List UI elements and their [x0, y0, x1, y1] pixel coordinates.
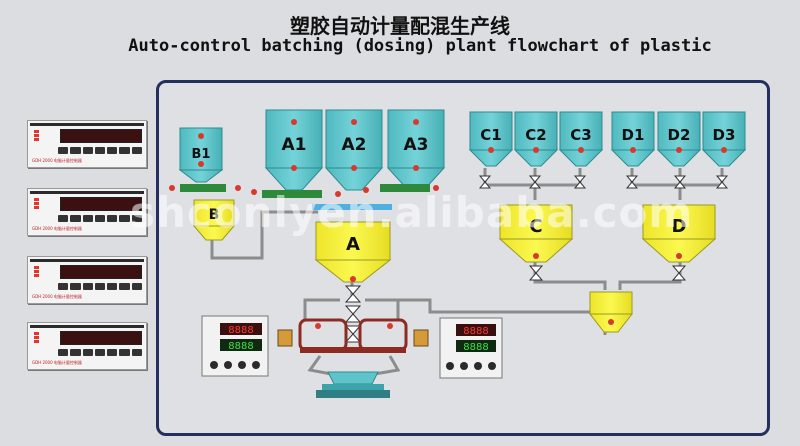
title-chinese: 塑胶自动计量配混生产线 [290, 14, 510, 38]
hopper-d2: D2 [656, 111, 702, 167]
svg-text:8888: 8888 [463, 326, 488, 337]
svg-text:8888: 8888 [228, 341, 253, 352]
weigher-label-b: B [209, 207, 220, 223]
weigher-label-d: D [672, 216, 687, 237]
hopper-label-c3: C3 [570, 126, 591, 144]
hopper-c2: C2 [513, 111, 559, 167]
weigher-label-c: C [529, 216, 542, 237]
controller-label: GDH 2000 电脑计量控制器 [32, 158, 82, 163]
motor-icon [277, 329, 429, 347]
controller-display [60, 197, 142, 211]
controller-label: GDH 2000 电脑计量控制器 [32, 360, 82, 365]
hopper-label-d2: D2 [668, 126, 691, 144]
weighing-controller-2: GDH 2000 电脑计量控制器 [27, 188, 147, 236]
watermark: shconlyen.alibaba.com [130, 188, 694, 237]
hopper-c1: C1 [468, 111, 514, 167]
valve-icon [528, 265, 687, 281]
hopper-b1: B1 [178, 127, 224, 183]
hopper-label-d3: D3 [713, 126, 736, 144]
weighing-controller-1: GDH 2000 电脑计量控制器 [27, 120, 147, 168]
hopper-c3: C3 [558, 111, 604, 167]
svg-text:8888: 8888 [228, 325, 253, 336]
valve-icon [478, 175, 729, 189]
hopper-d3: D3 [701, 111, 747, 167]
weigher-a: A [314, 221, 392, 283]
hopper-label-a1: A1 [282, 135, 307, 155]
screw-conveyor-icon [169, 184, 439, 210]
hopper-a3: A3 [386, 109, 446, 191]
hopper-a2: A2 [324, 109, 384, 191]
weigher-b: B [192, 199, 236, 241]
weigher-d: D [641, 204, 717, 263]
mixer-unit [298, 318, 408, 353]
temperature-controller-right: 8888 8888 [439, 317, 503, 379]
controller-label: GDH 2000 电脑计量控制器 [32, 226, 82, 231]
hopper-label-c2: C2 [525, 126, 546, 144]
controller-display [60, 129, 142, 143]
hopper-a1: A1 [264, 109, 324, 191]
svg-text:8888: 8888 [463, 342, 488, 353]
hopper-label-d1: D1 [622, 126, 645, 144]
collector-hopper [588, 291, 634, 333]
temperature-controller-left: 8888 8888 [201, 315, 269, 377]
hopper-label-c1: C1 [480, 126, 501, 144]
hopper-label-a3: A3 [404, 135, 429, 155]
title-english: Auto-control batching (dosing) plant flo… [128, 36, 712, 56]
weighing-controller-3: GDH 2000 电脑计量控制器 [27, 256, 147, 304]
controller-label: GDH 2000 电脑计量控制器 [32, 294, 82, 299]
hopper-label-a2: A2 [342, 135, 367, 155]
weigher-label-a: A [346, 234, 360, 255]
weighing-controller-4: GDH 2000 电脑计量控制器 [27, 322, 147, 370]
extruder [316, 371, 390, 398]
hopper-d1: D1 [610, 111, 656, 167]
controller-display [60, 331, 142, 345]
valve-icon [344, 285, 362, 343]
weigher-c: C [498, 204, 574, 263]
hopper-label-b1: B1 [192, 147, 211, 162]
controller-display [60, 265, 142, 279]
